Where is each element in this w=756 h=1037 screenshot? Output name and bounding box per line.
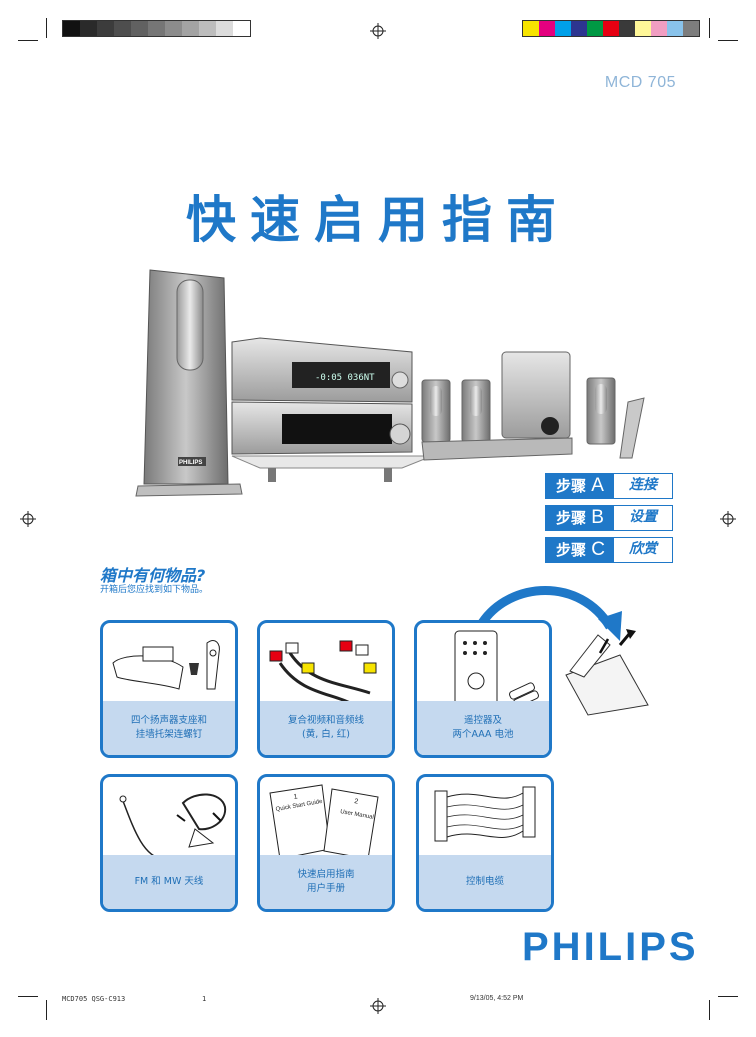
step-letter: B (591, 507, 604, 528)
step-value: 连接 (614, 474, 672, 498)
manual-title: User Manual (340, 809, 375, 821)
battery-insert-illustration (478, 586, 649, 716)
model-number: MCD 705 (604, 74, 676, 91)
footer-file-id: MCD705 QSG-C913 (62, 995, 126, 1003)
item-card-control-cable: 控制电缆 (416, 774, 554, 912)
registration-target-icon (370, 998, 386, 1014)
crop-mark (718, 40, 738, 41)
crop-mark (46, 1000, 47, 1020)
item-caption-line: 用户手册 (306, 883, 345, 894)
crop-mark (18, 996, 38, 997)
page-title: 快速启用指南 (186, 191, 570, 249)
crop-mark (709, 1000, 710, 1020)
remote-control-icon (454, 630, 539, 709)
device-display-readout: -0:05 036NT (315, 373, 375, 383)
item-caption-line: 四个扬声器支座和 (130, 715, 207, 726)
brand-logo: PHILIPS (522, 925, 699, 969)
step-c: 步骤 C 欣赏 (545, 537, 673, 563)
item-caption-line: 遥控器及 (463, 715, 502, 726)
item-card-manuals: 1 Quick Start Guide 2 User Manual 快速启用指南… (257, 774, 395, 912)
footer-page-number: 1 (202, 995, 207, 1003)
item-card-antenna: FM 和 MW 天线 (100, 774, 238, 912)
item-caption-line: 控制电缆 (465, 876, 504, 887)
step-value: 欣赏 (614, 538, 672, 562)
item-card-av-cable: 复合视频和音频线 (黄, 白, 红) (257, 620, 395, 758)
step-b: 步骤 B 设置 (545, 505, 673, 531)
registration-target-icon (20, 511, 36, 527)
step-label: 步骤 (556, 509, 587, 527)
item-caption: 遥控器及 两个AAA 电池 (417, 701, 549, 755)
manual-number: 2 (354, 798, 359, 806)
control-cable-icon (434, 786, 536, 842)
item-caption: FM 和 MW 天线 (103, 855, 235, 909)
antenna-icon (119, 793, 227, 860)
item-caption: 控制电缆 (419, 855, 551, 909)
manual-number: 1 (293, 793, 298, 801)
manuals-icon: 1 Quick Start Guide 2 User Manual (269, 784, 379, 860)
item-caption-line: FM 和 MW 天线 (134, 876, 204, 887)
speaker-brand-label: PHILIPS (179, 460, 202, 466)
steps-panel: 步骤 A 连接 步骤 B 设置 步骤 C 欣赏 (545, 473, 673, 569)
crop-mark (46, 18, 47, 38)
crop-mark (709, 18, 710, 38)
section-heading: 箱中有何物品? (100, 566, 206, 585)
crop-mark (18, 40, 38, 41)
item-card-speaker-stands: 四个扬声器支座和 挂墙托架连螺钉 (100, 620, 238, 758)
step-value: 设置 (614, 506, 672, 530)
step-letter: A (591, 475, 604, 496)
footer-date: 9/13/05, 4:52 PM (470, 995, 524, 1002)
step-label: 步骤 (556, 541, 587, 559)
item-card-remote: 遥控器及 两个AAA 电池 (414, 620, 552, 758)
gray-calibration-bar (62, 20, 251, 37)
av-cable-icon (269, 640, 377, 705)
item-caption-line: 复合视频和音频线 (287, 715, 364, 726)
item-caption: 复合视频和音频线 (黄, 白, 红) (260, 701, 392, 755)
crop-mark (718, 996, 738, 997)
item-caption-line: 两个AAA 电池 (452, 729, 514, 740)
color-calibration-bar (522, 20, 700, 37)
section-subheading: 开箱后您应找到如下物品。 (100, 585, 209, 595)
item-caption-line: (黄, 白, 红) (302, 729, 350, 740)
registration-target-icon (720, 511, 736, 527)
speaker-stand-icon (112, 640, 220, 690)
item-caption-line: 挂墙托架连螺钉 (135, 729, 203, 740)
item-caption: 快速启用指南 用户手册 (260, 855, 392, 909)
registration-target-icon (370, 23, 386, 39)
step-label: 步骤 (556, 477, 587, 495)
step-a: 步骤 A 连接 (545, 473, 673, 499)
step-letter: C (591, 539, 605, 560)
item-caption: 四个扬声器支座和 挂墙托架连螺钉 (103, 701, 235, 755)
product-illustration: PHILIPS -0:05 036NT (135, 269, 645, 497)
item-caption-line: 快速启用指南 (297, 869, 355, 880)
